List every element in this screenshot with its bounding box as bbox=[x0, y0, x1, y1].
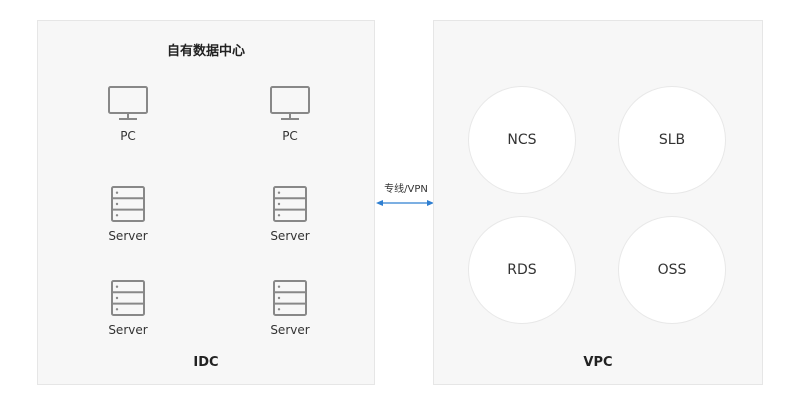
service-slb: SLB bbox=[618, 86, 726, 194]
server-icon bbox=[273, 280, 307, 316]
server-node-4: Server bbox=[235, 279, 345, 337]
service-rds: RDS bbox=[468, 216, 576, 324]
server-node-3: Server bbox=[73, 279, 183, 337]
node-label: PC bbox=[120, 129, 136, 143]
vpc-footer-label: VPC bbox=[583, 355, 613, 370]
node-label: Server bbox=[270, 229, 310, 243]
vpc-panel: NCS SLB RDS OSS VPC bbox=[433, 20, 763, 385]
monitor-icon bbox=[108, 86, 148, 120]
server-node-2: Server bbox=[235, 185, 345, 243]
bidirectional-arrow bbox=[376, 200, 434, 206]
server-icon bbox=[111, 280, 145, 316]
node-label: Server bbox=[108, 229, 148, 243]
pc-node-2: PC bbox=[235, 85, 345, 143]
service-oss: OSS bbox=[618, 216, 726, 324]
pc-node-1: PC bbox=[73, 85, 183, 143]
node-label: Server bbox=[270, 323, 310, 337]
node-label: PC bbox=[282, 129, 298, 143]
service-ncs: NCS bbox=[468, 86, 576, 194]
server-icon bbox=[273, 186, 307, 222]
server-node-1: Server bbox=[73, 185, 183, 243]
monitor-icon bbox=[270, 86, 310, 120]
idc-panel: 自有数据中心 PC PC Server bbox=[37, 20, 375, 385]
server-icon bbox=[111, 186, 145, 222]
idc-footer-label: IDC bbox=[193, 355, 219, 370]
node-label: Server bbox=[108, 323, 148, 337]
idc-title: 自有数据中心 bbox=[166, 44, 245, 59]
connection-label: 专线/VPN bbox=[384, 184, 428, 195]
